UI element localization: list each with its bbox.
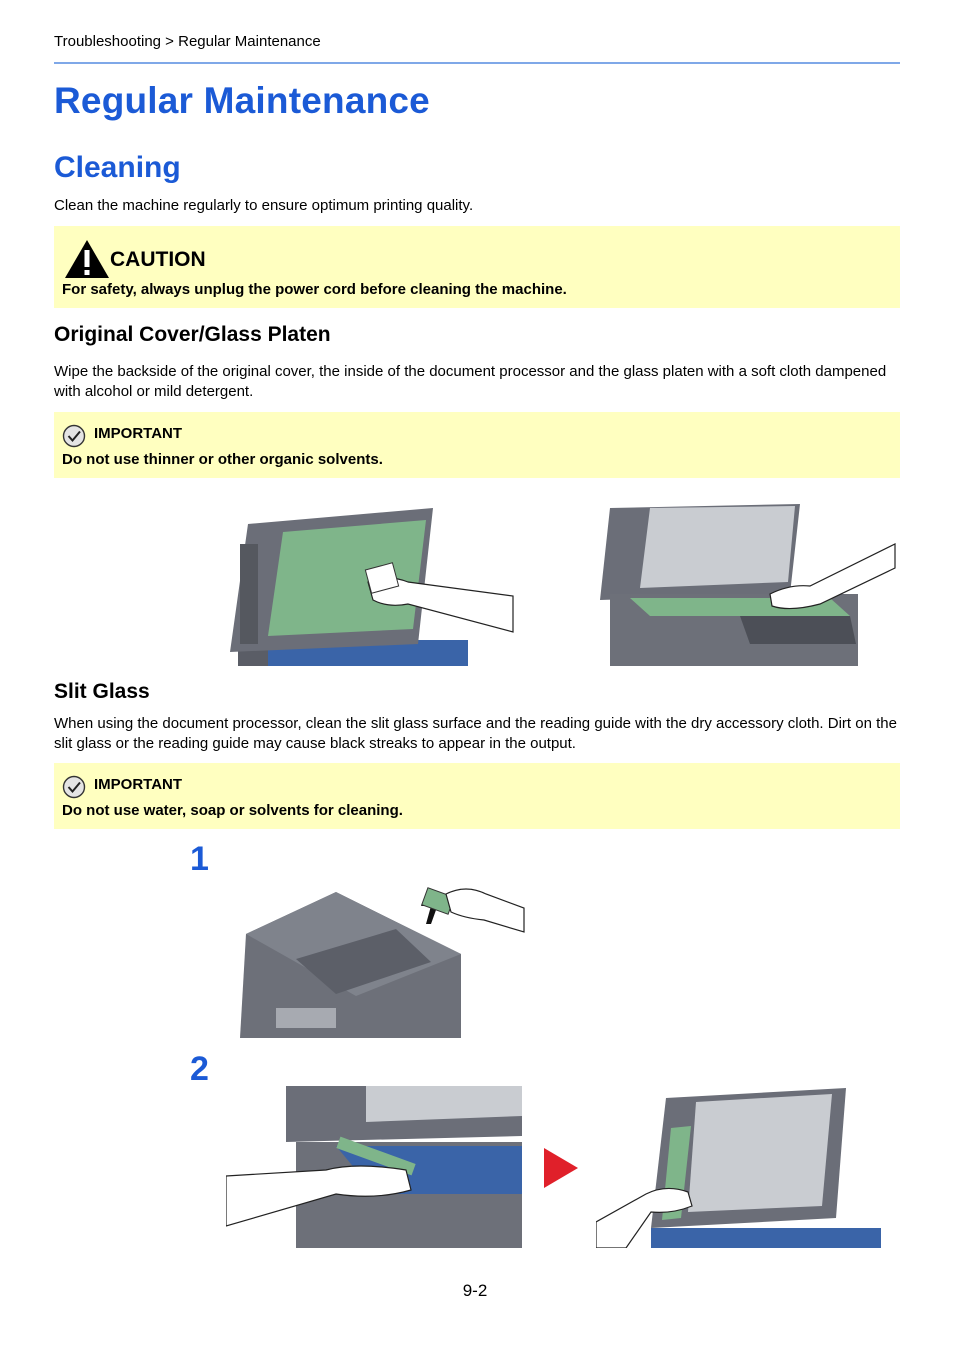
section-title: Cleaning — [54, 151, 181, 184]
warning-triangle-icon — [65, 240, 109, 278]
important-text-1: Do not use thinner or other organic solv… — [62, 451, 383, 468]
caution-title: CAUTION — [110, 248, 206, 271]
illustration-remove-cloth — [240, 887, 525, 1038]
important-title-1: IMPORTANT — [94, 425, 183, 442]
important-box-1: IMPORTANT Do not use thinner or other or… — [54, 412, 900, 478]
illustration-reading-guide-wipe — [596, 1088, 881, 1248]
caution-box: CAUTION For safety, always unplug the po… — [54, 226, 900, 308]
step-number-2: 2 — [190, 1050, 209, 1088]
important-text-2: Do not use water, soap or solvents for c… — [62, 802, 403, 819]
intro-text: Clean the machine regularly to ensure op… — [54, 197, 474, 214]
illustration-cover-wipe — [230, 508, 514, 666]
checkmark-circle-icon — [62, 424, 86, 448]
original-cover-body: Wipe the backside of the original cover,… — [54, 363, 887, 400]
step-number-1: 1 — [190, 840, 209, 878]
caution-text: For safety, always unplug the power cord… — [62, 281, 567, 298]
slit-glass-body: When using the document processor, clean… — [54, 715, 897, 752]
important-box-2: IMPORTANT Do not use water, soap or solv… — [54, 763, 900, 829]
slit-glass-heading: Slit Glass — [54, 680, 150, 703]
breadcrumb: Troubleshooting > Regular Maintenance — [54, 33, 321, 50]
header-rule — [54, 62, 900, 64]
checkmark-circle-icon — [62, 775, 86, 799]
important-title-2: IMPORTANT — [94, 776, 183, 793]
page-title: Regular Maintenance — [54, 80, 430, 121]
illustration-slit-glass-wipe — [226, 1086, 522, 1248]
next-arrow-icon — [544, 1148, 578, 1188]
original-cover-heading: Original Cover/Glass Platen — [54, 323, 331, 346]
illustration-platen-wipe — [600, 504, 896, 666]
page-number: 9-2 — [462, 1281, 488, 1300]
